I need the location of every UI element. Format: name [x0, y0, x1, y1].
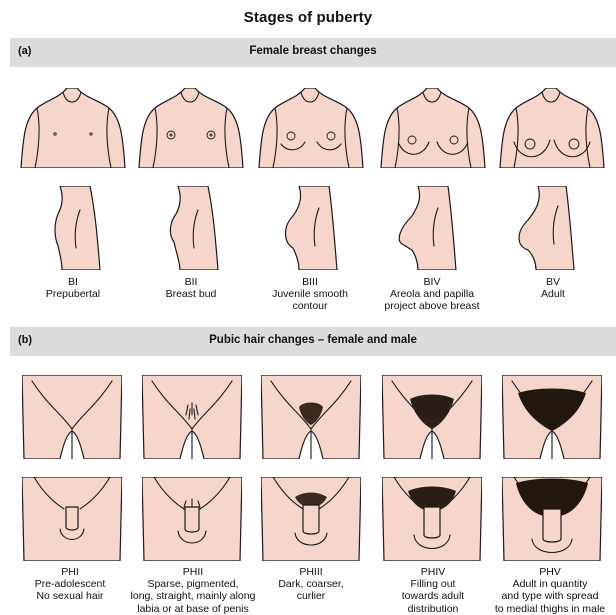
- stage-description: project above breast: [366, 300, 498, 312]
- pubic-female-phiv: [382, 375, 482, 459]
- breast-front-bii: [133, 88, 248, 168]
- section-b-header: (b) Pubic hair changes – female and male: [10, 327, 616, 356]
- section-b-heading: Pubic hair changes – female and male: [10, 334, 616, 346]
- pubic-stage-label: PHIV Filling out towards adult distribut…: [372, 566, 494, 615]
- stage-description: Pre-adolescent: [4, 578, 136, 590]
- pubic-female-phii: [142, 375, 242, 459]
- pubic-female-phv: [502, 375, 602, 459]
- stage-description: Juvenile smooth: [247, 288, 373, 300]
- breast-side-biv: [396, 186, 466, 270]
- breast-side-bi: [40, 186, 110, 270]
- pubic-male-phiv: [382, 477, 482, 561]
- stage-code: PHI: [4, 566, 136, 578]
- section-a-header: (a) Female breast changes: [10, 38, 616, 67]
- breast-side-bv: [514, 186, 584, 270]
- stage-description: Dark, coarser,: [250, 578, 372, 590]
- stage-description: Adult in quantity: [484, 578, 616, 590]
- stage-code: PHIV: [372, 566, 494, 578]
- stage-description: Areola and papilla: [366, 288, 498, 300]
- stage-description: Filling out: [372, 578, 494, 590]
- stage-description: Prepubertal: [10, 288, 136, 300]
- stage-code: PHIII: [250, 566, 372, 578]
- stage-description: curlier: [250, 590, 372, 602]
- stage-code: BI: [10, 276, 136, 288]
- pubic-female-phiii: [261, 375, 361, 459]
- pubic-male-phi: [22, 477, 122, 561]
- stage-description: to medial thighs in male: [484, 603, 616, 615]
- stage-description: and type with spread: [484, 590, 616, 602]
- stage-code: BII: [128, 276, 254, 288]
- breast-front-biv: [375, 88, 490, 168]
- stage-description: Adult: [490, 288, 616, 300]
- page-title: Stages of puberty: [0, 9, 616, 26]
- pubic-male-phiii: [261, 477, 361, 561]
- stage-description: Breast bud: [128, 288, 254, 300]
- pubic-stage-label: PHV Adult in quantity and type with spre…: [484, 566, 616, 615]
- breast-front-bi: [15, 88, 130, 168]
- stage-code: BV: [490, 276, 616, 288]
- pubic-female-phi: [22, 375, 122, 459]
- breast-stage-label: BII Breast bud: [128, 276, 254, 300]
- stage-description: contour: [247, 300, 373, 312]
- stage-description: labia or at base of penis: [120, 603, 266, 615]
- breast-stage-label: BIII Juvenile smooth contour: [247, 276, 373, 313]
- pubic-stage-label: PHII Sparse, pigmented, long, straight, …: [120, 566, 266, 615]
- stage-code: BIII: [247, 276, 373, 288]
- pubic-stage-label: PHIII Dark, coarser, curlier: [250, 566, 372, 603]
- stage-code: BIV: [366, 276, 498, 288]
- breast-front-biii: [253, 88, 368, 168]
- breast-front-bv: [494, 88, 609, 168]
- breast-stage-label: BIV Areola and papilla project above bre…: [366, 276, 498, 313]
- stage-description: Sparse, pigmented,: [120, 578, 266, 590]
- breast-side-bii: [158, 186, 228, 270]
- pubic-male-phii: [142, 477, 242, 561]
- pubic-stage-label: PHI Pre-adolescent No sexual hair: [4, 566, 136, 603]
- pubic-male-phv: [502, 477, 602, 561]
- section-a-heading: Female breast changes: [10, 45, 616, 57]
- stage-description: long, straight, mainly along: [120, 590, 266, 602]
- stage-code: PHII: [120, 566, 266, 578]
- stage-code: PHV: [484, 566, 616, 578]
- breast-side-biii: [277, 186, 347, 270]
- breast-stage-label: BI Prepubertal: [10, 276, 136, 300]
- stage-description: No sexual hair: [4, 590, 136, 602]
- stage-description: towards adult: [372, 590, 494, 602]
- stage-description: distribution: [372, 603, 494, 615]
- breast-stage-label: BV Adult: [490, 276, 616, 300]
